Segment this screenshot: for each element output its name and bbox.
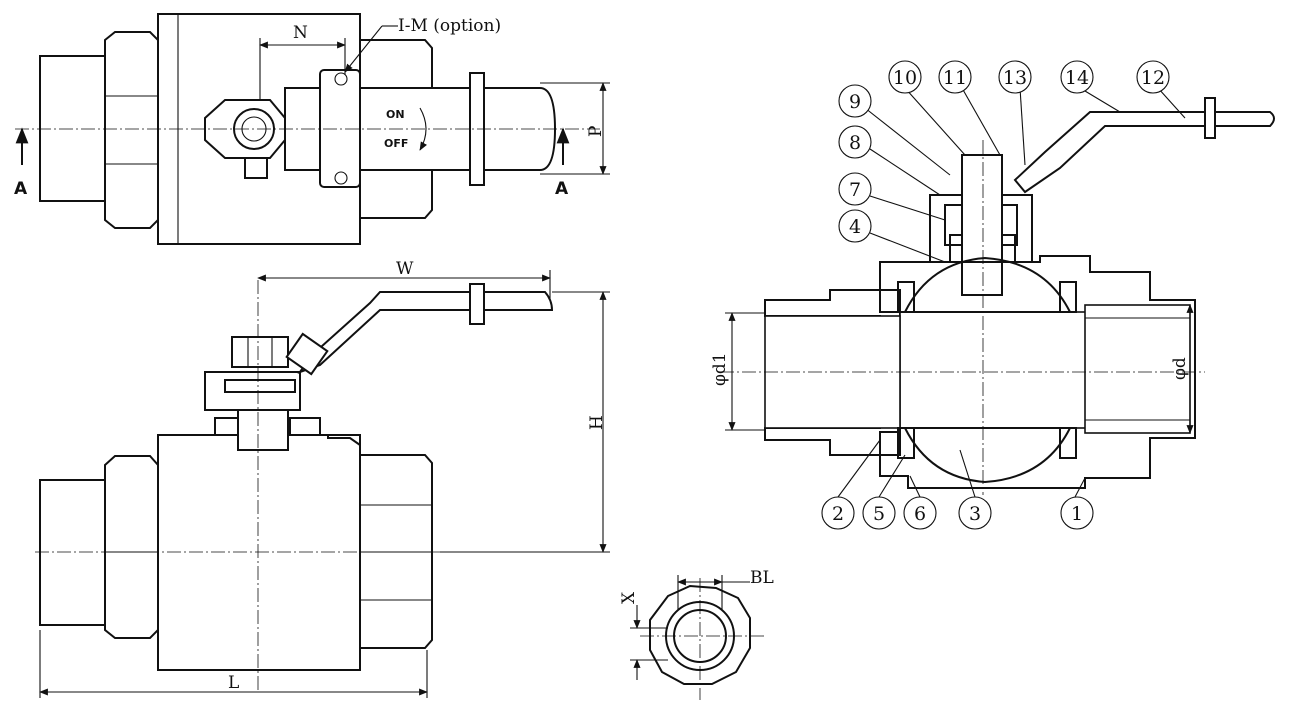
svg-text:6: 6 [914, 503, 926, 525]
front-handle [297, 291, 554, 374]
dim-p-label: P [586, 126, 606, 137]
top-left-pipe-end [39, 55, 106, 202]
on-label: ON [386, 108, 405, 121]
front-view: W H L [35, 259, 610, 698]
section-ball-bottom [903, 427, 1072, 484]
section-stem [961, 154, 1003, 296]
part-bubble-11: 11 [938, 60, 972, 94]
svg-text:10: 10 [893, 67, 917, 89]
front-body [157, 434, 361, 671]
svg-text:14: 14 [1065, 67, 1089, 89]
section-view: φd1 φd 1 2 3 4 5 6 7 8 9 1 [710, 60, 1275, 530]
im-option-label: I-M (option) [398, 16, 501, 36]
section-a-left: A [14, 179, 28, 199]
section-ball-top [903, 256, 1072, 313]
part-bubble-13: 13 [998, 60, 1032, 94]
dim-h-label: H [587, 415, 607, 430]
part-bubble-10: 10 [888, 60, 922, 94]
part-bubble-1: 1 [1060, 496, 1094, 530]
svg-text:4: 4 [849, 216, 861, 238]
part-bubble-3: 3 [958, 496, 992, 530]
svg-text:11: 11 [943, 67, 967, 89]
svg-text:7: 7 [849, 179, 861, 201]
top-view: ON OFF N I-M (option) P A A [14, 13, 610, 245]
part-bubble-4: 4 [838, 209, 872, 243]
svg-text:1: 1 [1071, 503, 1083, 525]
part-bubble-8: 8 [838, 125, 872, 159]
svg-text:5: 5 [873, 503, 885, 525]
svg-text:8: 8 [849, 132, 861, 154]
svg-text:13: 13 [1003, 67, 1027, 89]
dim-d1-label: φd1 [710, 352, 730, 386]
svg-text:9: 9 [849, 91, 861, 113]
dim-x-label: X [619, 591, 639, 604]
part-bubble-9: 9 [838, 84, 872, 118]
svg-text:2: 2 [832, 503, 844, 525]
svg-text:12: 12 [1141, 67, 1165, 89]
part-bubble-5: 5 [862, 496, 896, 530]
svg-text:3: 3 [969, 503, 981, 525]
part-bubble-7: 7 [838, 172, 872, 206]
dim-bl-label: BL [750, 568, 774, 588]
end-view: BL X [619, 568, 774, 700]
part-bubble-6: 6 [903, 496, 937, 530]
off-label: OFF [384, 137, 408, 150]
dim-d-label: φd [1170, 357, 1190, 380]
part-bubble-2: 2 [821, 496, 855, 530]
dim-w-label: W [396, 259, 414, 279]
section-handle [1013, 111, 1275, 194]
section-a-right: A [555, 179, 569, 199]
dim-l-label: L [228, 673, 239, 693]
part-bubble-12: 12 [1136, 60, 1170, 94]
dim-n-label: N [293, 23, 308, 43]
part-bubble-14: 14 [1060, 60, 1094, 94]
top-left-hex [104, 31, 159, 229]
front-left-pipe-end [39, 479, 106, 626]
